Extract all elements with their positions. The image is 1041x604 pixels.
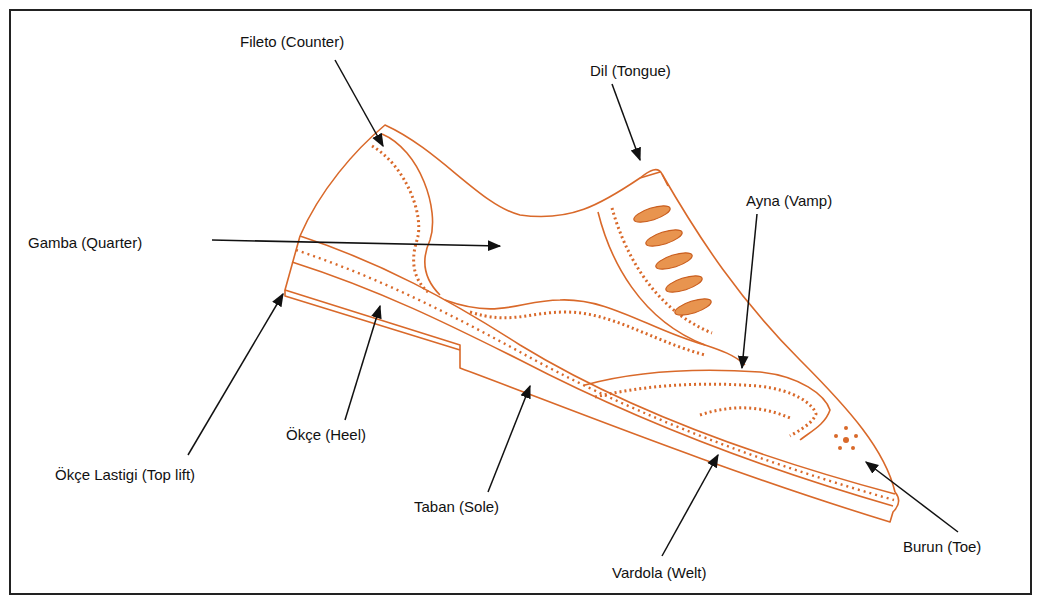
quarter-brogue <box>470 312 705 355</box>
wingtip-brogue <box>595 384 816 436</box>
counter-brogue <box>372 146 428 292</box>
leader-arrow <box>488 386 530 492</box>
leader-arrow <box>612 84 640 160</box>
wing-brogue <box>700 408 790 418</box>
part-label: Burun (Toe) <box>903 538 981 556</box>
frame <box>10 10 1031 594</box>
sole-outline <box>285 236 899 522</box>
shoe <box>285 125 899 522</box>
part-label: Gamba (Quarter) <box>28 234 142 252</box>
leader-arrow <box>742 214 757 368</box>
heel-top-lift <box>285 290 460 350</box>
welt-bottom <box>292 262 893 506</box>
wingtip-seam <box>585 370 830 440</box>
part-label: Ökçe Lastigi (Top lift) <box>55 466 195 484</box>
part-label: Taban (Sole) <box>414 498 499 516</box>
vamp-outline <box>662 174 895 492</box>
leader-arrow <box>866 462 958 532</box>
part-label: Fileto (Counter) <box>240 33 344 51</box>
toe-medallion <box>834 426 858 450</box>
leader-arrow <box>188 294 283 455</box>
part-label: Dil (Tongue) <box>590 62 671 80</box>
leader-arrow <box>335 60 383 146</box>
leader-arrows <box>188 60 958 556</box>
counter-seam <box>382 134 440 295</box>
welt-stitch <box>296 250 894 500</box>
leader-arrow <box>662 455 718 556</box>
leader-arrow <box>212 240 500 246</box>
part-label: Vardola (Welt) <box>612 564 706 582</box>
leader-arrow <box>345 306 380 420</box>
laces <box>632 202 713 318</box>
part-label: Ayna (Vamp) <box>746 192 832 210</box>
upper-back-outline <box>300 125 660 236</box>
part-label: Ökçe (Heel) <box>286 426 366 444</box>
